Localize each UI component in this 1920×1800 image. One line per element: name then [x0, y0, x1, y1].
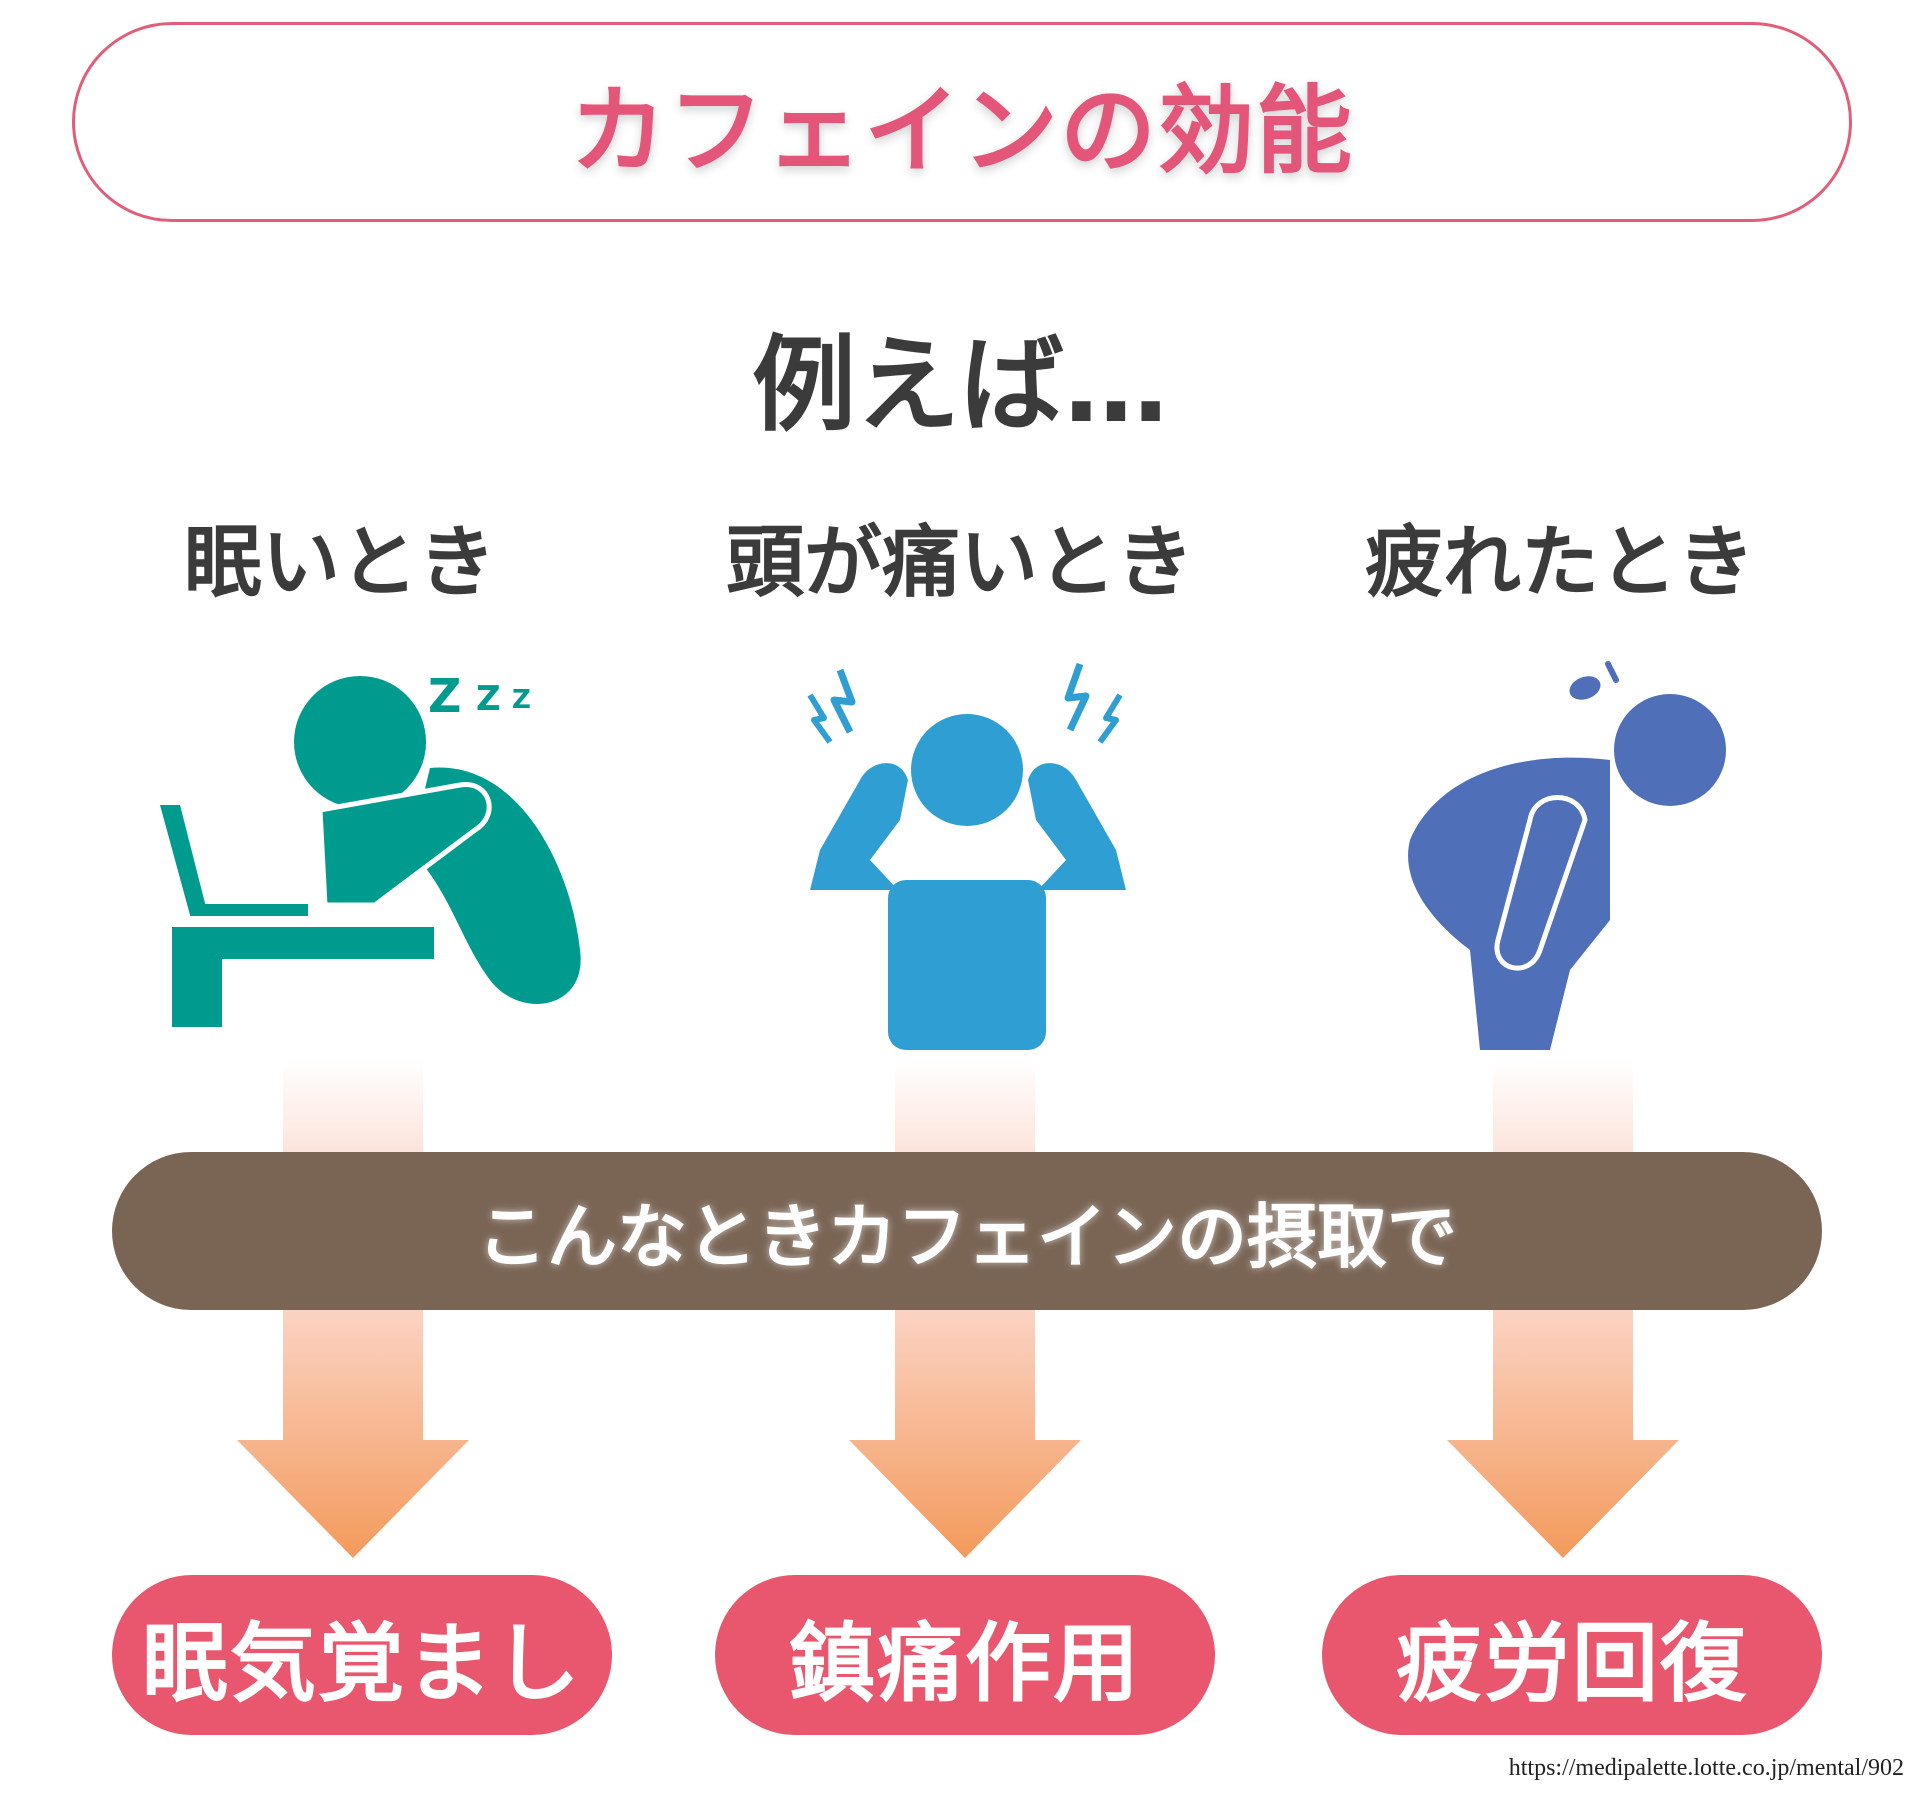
result-badge-analgesic: 鎮痛作用 — [715, 1575, 1215, 1735]
condition-tired-label: 疲れたとき — [1364, 518, 1755, 608]
sweat-drop-icon — [1569, 676, 1601, 700]
caffeine-intake-banner: こんなときカフェインの摂取で — [112, 1152, 1822, 1310]
flow-fade-center — [895, 1060, 1035, 1160]
result-label: 疲労回復 — [1396, 1613, 1748, 1714]
laptop-base — [190, 904, 308, 916]
pain-spark-right-small-icon — [1097, 693, 1123, 744]
flow-fade-left — [283, 1060, 423, 1160]
z-mid-icon: Z — [476, 679, 501, 719]
headache-arm-left — [810, 763, 908, 890]
laptop-screen — [160, 805, 208, 915]
banner-text: こんなときカフェインの摂取で — [477, 1195, 1457, 1278]
headache-arm-right — [1028, 763, 1126, 890]
flow-fade-right — [1493, 1060, 1633, 1160]
tired-head — [1614, 694, 1726, 806]
sleepy-arm — [317, 782, 492, 908]
source-url: https://medipalette.lotte.co.jp/mental/9… — [1508, 1755, 1904, 1781]
sweat-line-icon — [1605, 661, 1619, 683]
desk-leg — [172, 927, 222, 1027]
condition-sleepy-label: 眠いとき — [183, 518, 496, 608]
headache-torso — [888, 880, 1046, 1050]
result-label: 眠気覚まし — [142, 1613, 582, 1714]
pain-spark-right-icon — [1064, 662, 1090, 732]
sleepy-head — [294, 676, 426, 808]
down-arrow-icon — [237, 1310, 469, 1558]
headache-person-icon — [807, 662, 1126, 1050]
headache-head — [911, 714, 1023, 826]
tired-bending-person-icon — [1408, 661, 1726, 1050]
page-title: カフェインの効能 — [570, 74, 1354, 187]
result-badge-wakefulness: 眠気覚まし — [112, 1575, 612, 1735]
pain-spark-left-icon — [830, 668, 856, 734]
result-badge-fatigue-recovery: 疲労回復 — [1322, 1575, 1822, 1735]
condition-headache-label: 頭が痛いとき — [725, 518, 1194, 608]
example-heading: 例えば… — [751, 324, 1168, 446]
sleepy-person-at-laptop-icon: Z Z Z — [160, 669, 581, 1027]
z-small-icon: Z — [512, 685, 531, 715]
down-arrow-icon — [849, 1310, 1081, 1558]
pain-spark-left-small-icon — [807, 693, 833, 744]
result-label: 鎮痛作用 — [789, 1613, 1141, 1714]
tired-arm — [1494, 795, 1588, 971]
z-big-icon: Z — [428, 669, 461, 723]
title-box: カフェインの効能 — [72, 22, 1852, 222]
down-arrow-icon — [1447, 1310, 1679, 1558]
